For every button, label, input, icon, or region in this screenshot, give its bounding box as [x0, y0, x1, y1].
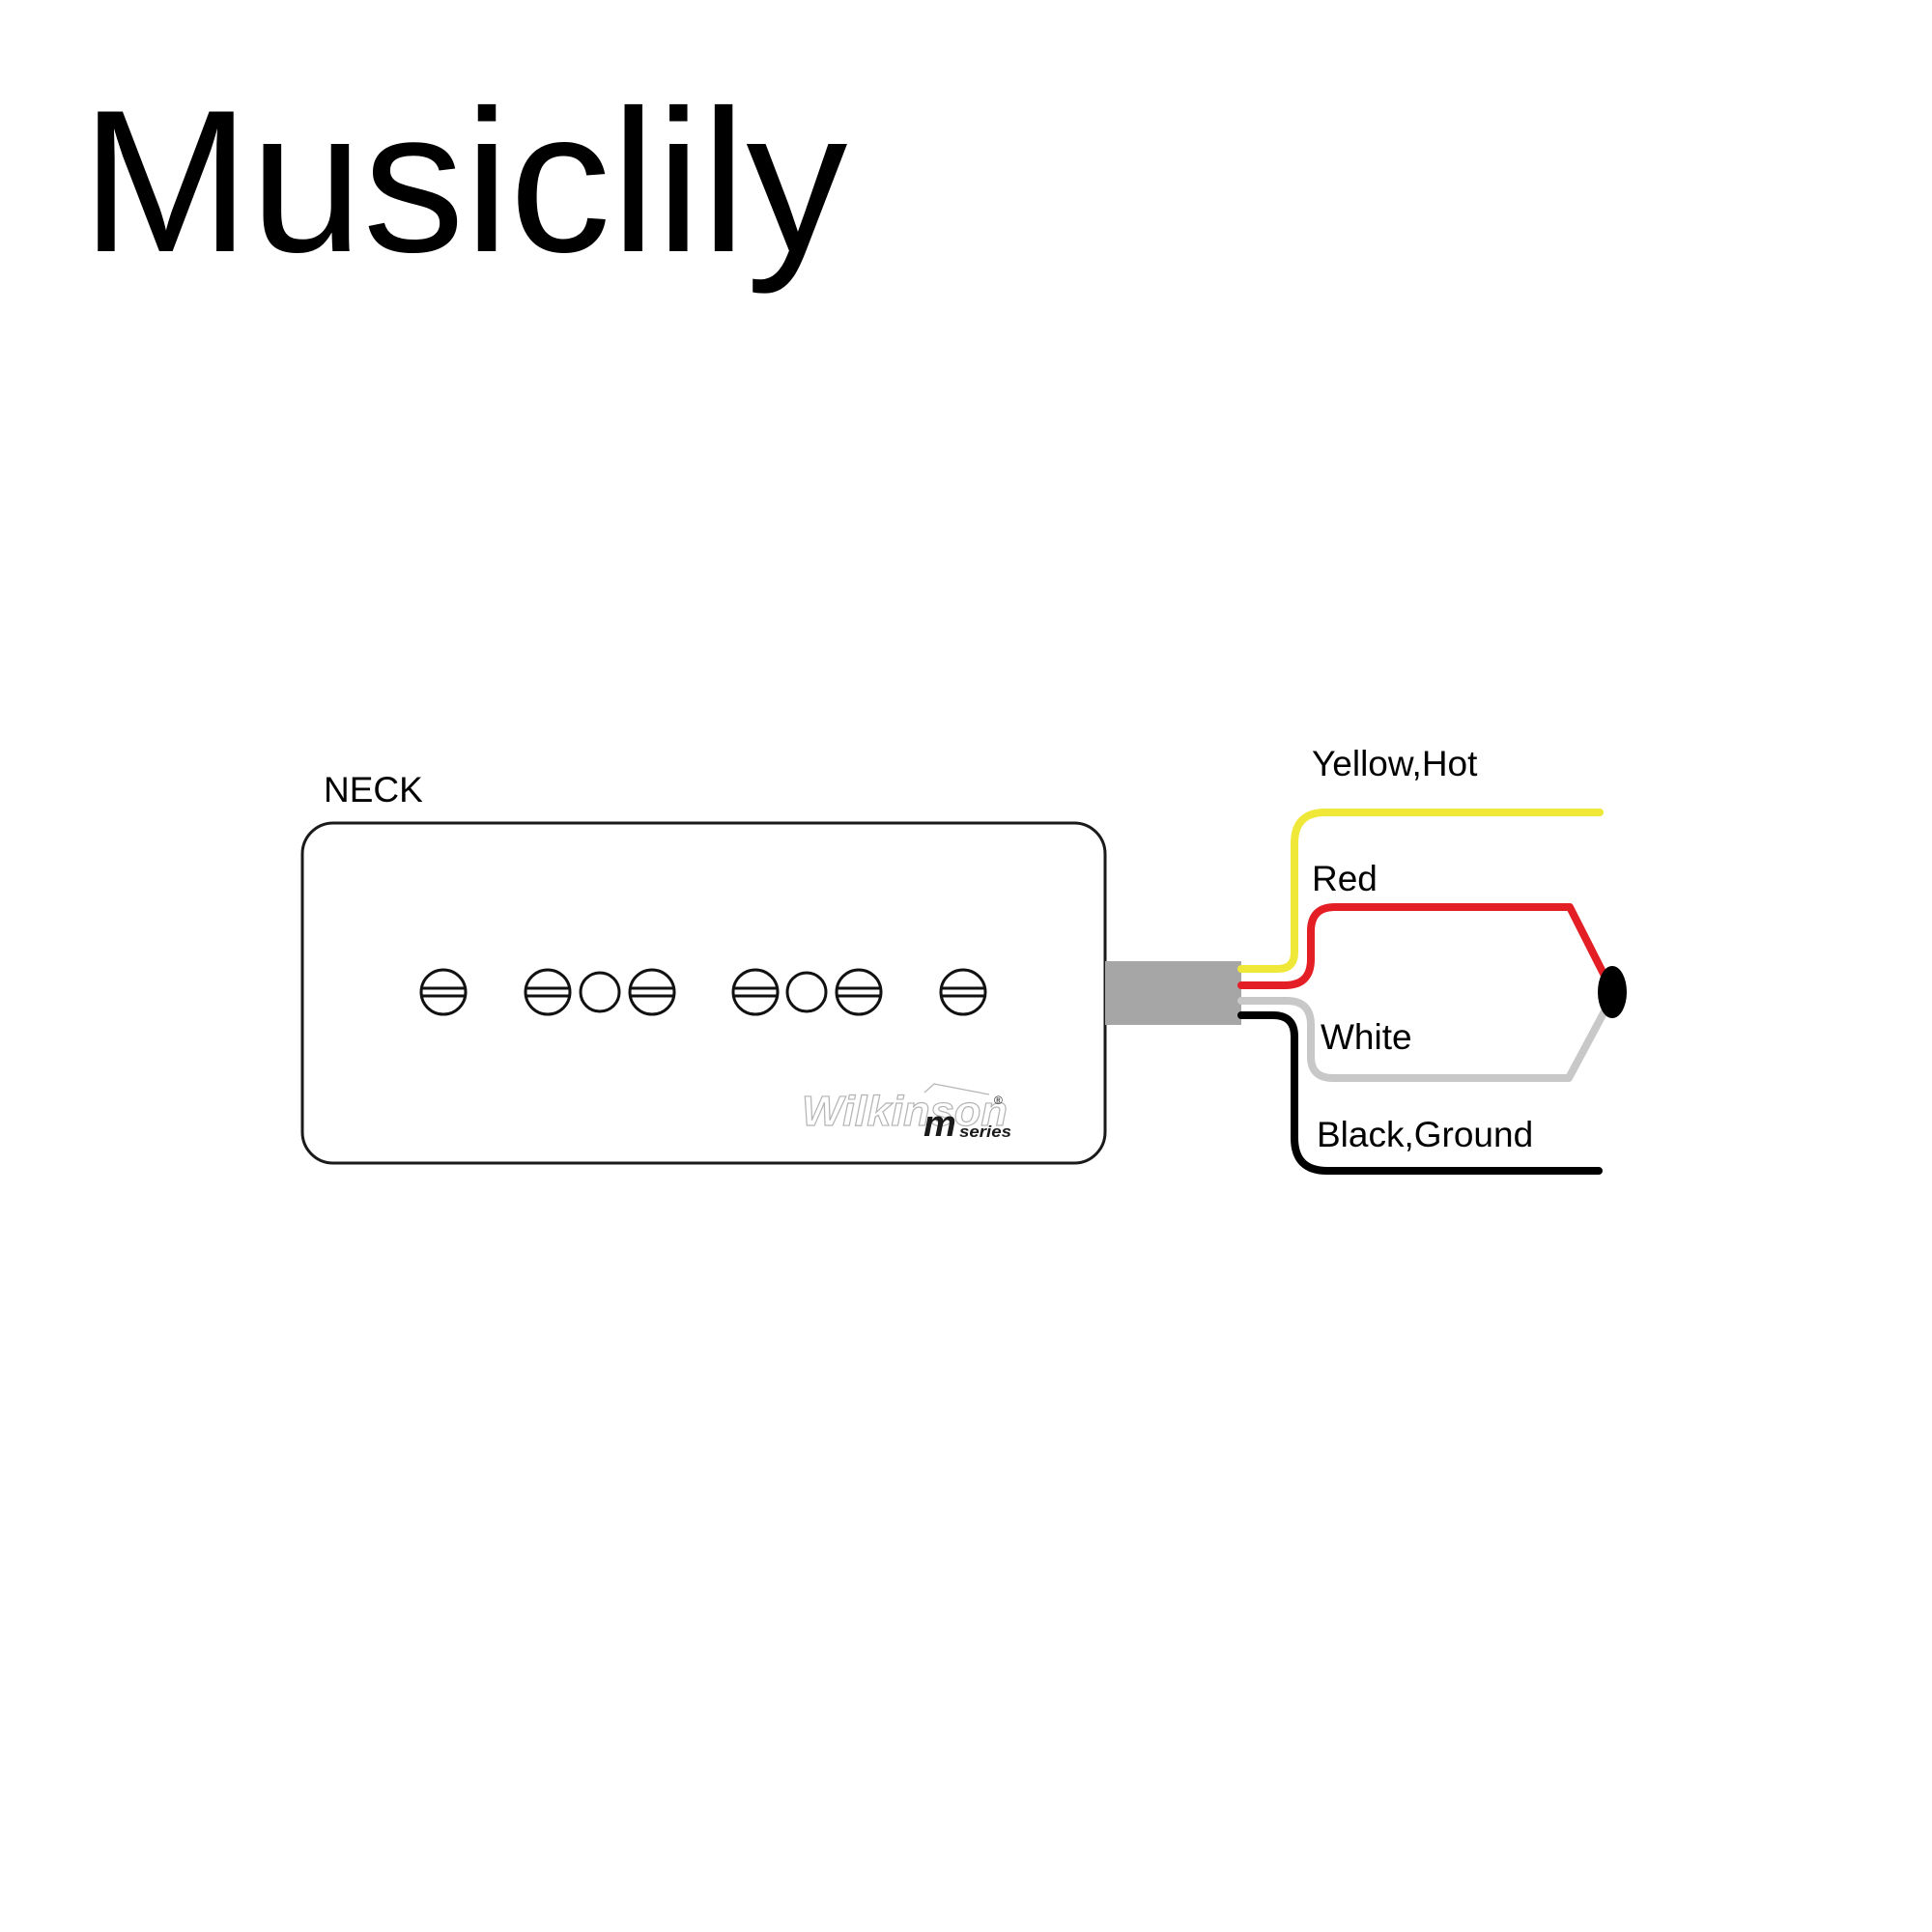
wire-yellow-hot — [1237, 809, 1604, 973]
wire-label-yellow: Yellow,Hot — [1312, 744, 1478, 783]
slotted-pole-piece-icon — [939, 968, 987, 1016]
slotted-pole-piece-icon — [419, 968, 468, 1016]
slotted-pole-piece-icon — [835, 968, 883, 1016]
logo-brand-text: Wilkinson — [802, 1088, 1008, 1135]
wire-red — [1237, 903, 1609, 989]
pickup-body: Wilkinson ® m series — [300, 821, 1107, 1165]
brand-title: Musiclily — [81, 68, 847, 295]
slotted-pole-piece-icon — [731, 968, 780, 1016]
slotted-pole-piece-icon — [628, 968, 676, 1016]
wire-label-white: White — [1321, 1017, 1412, 1057]
solder-joint-icon — [1598, 966, 1627, 1018]
wire-black-ground — [1237, 1011, 1603, 1175]
wilkinson-logo: Wilkinson ® m series — [801, 1083, 1011, 1145]
wire-white — [1237, 997, 1609, 1082]
logo-swoosh-icon — [923, 1083, 990, 1095]
plain-pole-piece-icon — [785, 971, 828, 1013]
cable-sheath — [1105, 961, 1241, 1025]
logo-series-letter: m — [923, 1104, 956, 1145]
wire-label-black: Black,Ground — [1317, 1115, 1533, 1154]
logo-registered-mark: ® — [994, 1094, 1003, 1107]
plain-pole-piece-icon — [579, 971, 621, 1013]
pickup-position-label: NECK — [324, 770, 423, 810]
wire-label-red: Red — [1312, 859, 1378, 898]
slotted-pole-piece-icon — [524, 968, 572, 1016]
pole-piece-row — [419, 968, 987, 1016]
logo-series-word: series — [959, 1122, 1011, 1141]
